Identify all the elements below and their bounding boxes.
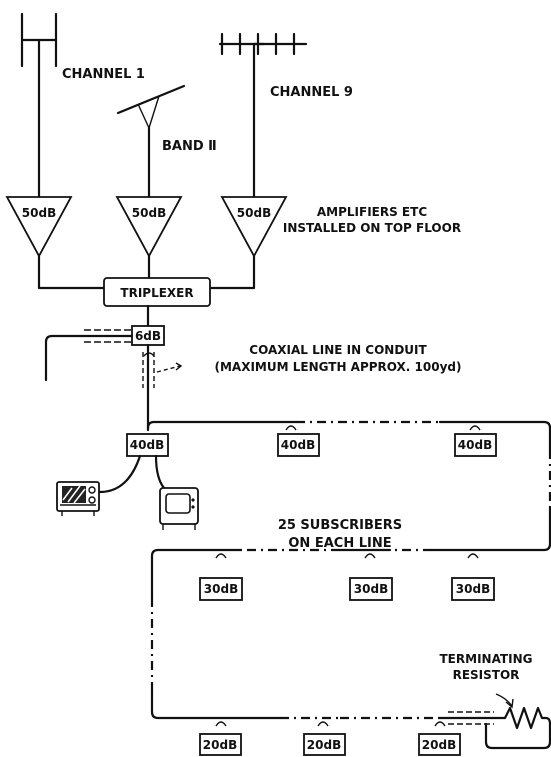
amplifier-3-gain: 50dB — [237, 206, 271, 220]
row2-tap-1: 30dB — [199, 577, 243, 601]
row2-tap-3: 30dB — [451, 577, 495, 601]
terminating-resistor-icon — [448, 693, 551, 750]
splitter-6db: 6dB — [131, 325, 165, 346]
band2-label: BAND Ⅱ — [162, 139, 217, 154]
row1-tap-2-label: 40dB — [281, 438, 315, 452]
television-set-icon — [159, 487, 199, 530]
terminating-note-line1: TERMINATING — [440, 652, 533, 666]
row1-tap-2: 40dB — [277, 433, 320, 457]
triplexer: TRIPLEXER — [103, 277, 211, 307]
row3-tap-1-label: 20dB — [203, 738, 237, 752]
row1-tap-3-label: 40dB — [458, 438, 492, 452]
splitter-6db-label: 6dB — [135, 329, 161, 343]
channel9-antenna — [218, 32, 308, 214]
amplifier-2: 50dB — [115, 196, 183, 258]
row3-tap-2: 20dB — [303, 733, 346, 756]
row3-tap-3: 20dB — [418, 733, 461, 756]
amplifiers-note-line1: AMPLIFIERS ETC — [317, 205, 427, 219]
row2-tap-2: 30dB — [349, 577, 393, 601]
row1-tap-1-label: 40dB — [130, 438, 164, 452]
subscribers-note-line2: ON EACH LINE — [288, 536, 391, 551]
triplexer-label: TRIPLEXER — [120, 286, 193, 300]
row3-tap-1: 20dB — [199, 733, 242, 756]
amplifiers-note-line2: INSTALLED ON TOP FLOOR — [283, 221, 461, 235]
amplifier-1-gain: 50dB — [22, 206, 56, 220]
row3-tap-2-label: 20dB — [307, 738, 341, 752]
row2-tap-3-label: 30dB — [456, 582, 490, 596]
amplifier-2-gain: 50dB — [132, 206, 166, 220]
channel1-label: CHANNEL 1 — [62, 67, 145, 82]
row3-tap-3-label: 20dB — [422, 738, 456, 752]
coax-note-line1: COAXIAL LINE IN CONDUIT — [249, 343, 427, 357]
row2-tap-1-label: 30dB — [204, 582, 238, 596]
row1-tap-1: 40dB — [126, 433, 169, 457]
channel9-label: CHANNEL 9 — [270, 85, 353, 100]
amplifier-3: 50dB — [220, 196, 288, 258]
row2-tap-2-label: 30dB — [354, 582, 388, 596]
channel1-antenna — [20, 12, 58, 214]
coax-note-line2: (MAXIMUM LENGTH APPROX. 100yd) — [215, 360, 462, 374]
row1-tap-3: 40dB — [454, 433, 497, 457]
amplifier-1: 50dB — [5, 196, 73, 258]
radio-receiver-icon — [56, 481, 100, 516]
terminating-note-line2: RESISTOR — [453, 668, 520, 682]
subscribers-note-line1: 25 SUBSCRIBERS — [278, 518, 402, 533]
